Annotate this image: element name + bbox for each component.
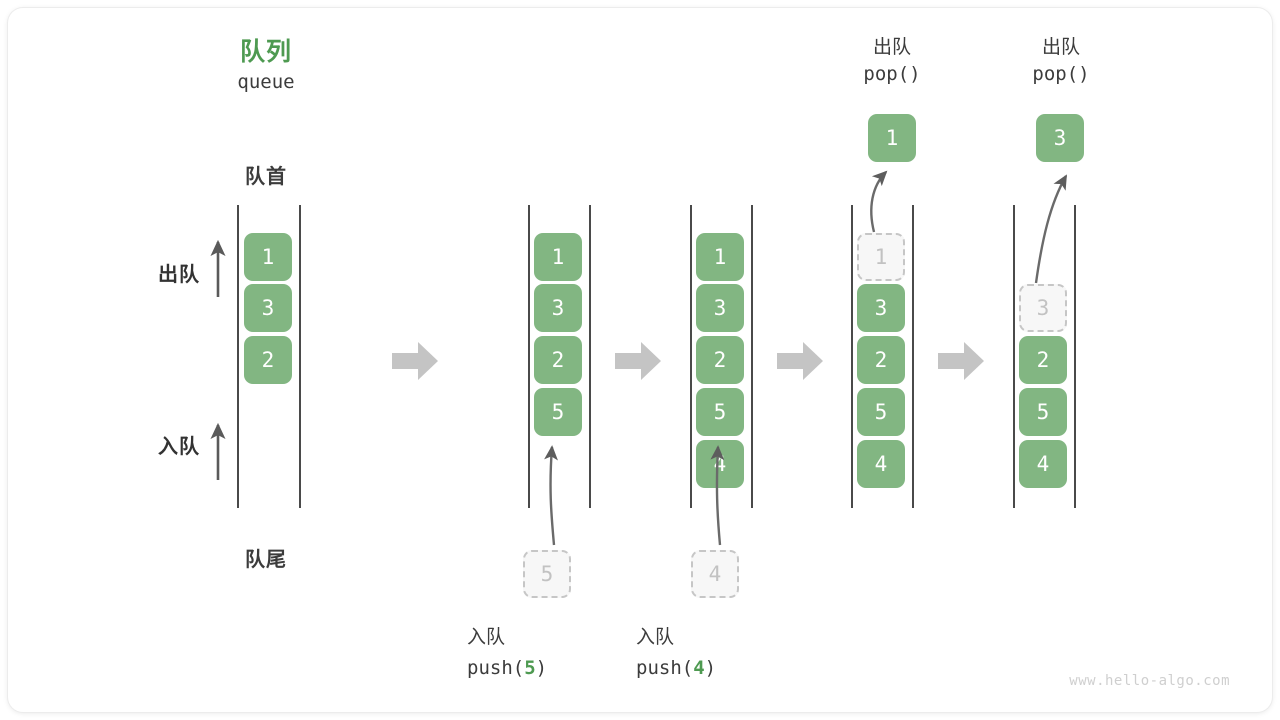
push-4-code-prefix: push( <box>636 657 694 679</box>
col-pop-3-cell-4: 4 <box>1019 440 1067 488</box>
watermark: www.hello-algo.com <box>1069 673 1230 689</box>
page-title-en: queue <box>237 71 295 93</box>
pop-1-label-code: pop() <box>863 63 921 85</box>
push-5-label-code: push(5) <box>467 657 667 679</box>
push-5-code-prefix: push( <box>467 657 525 679</box>
pop-1-label-cn: 出队 <box>872 36 911 58</box>
col-pop-1-cell-4: 4 <box>857 440 905 488</box>
col-after-push-5-cell-1: 3 <box>534 284 582 332</box>
col-pop-1-cell-1: 3 <box>857 284 905 332</box>
enqueue-direction-label: 入队 <box>158 434 200 458</box>
back-label: 队尾 <box>245 547 287 571</box>
col-after-push-4-cell-4: 4 <box>696 440 744 488</box>
col-initial-cell-1: 3 <box>244 284 292 332</box>
popped-cell-2: 3 <box>1036 114 1084 162</box>
col-initial-rail-right <box>299 205 301 508</box>
col-after-push-5-rail-left <box>528 205 530 508</box>
col-pop-3-cell-3: 5 <box>1019 388 1067 436</box>
step-arrow-icon-3 <box>777 342 823 380</box>
col-after-push-4-rail-left <box>690 205 692 508</box>
col-initial-cell-0: 1 <box>244 233 292 281</box>
col-pop-1-rail-left <box>851 205 853 508</box>
popped-cell-1: 1 <box>868 114 916 162</box>
step-arrow-icon-2 <box>615 342 661 380</box>
push-5-label-cn: 入队 <box>467 626 506 648</box>
col-pop-3-rail-right <box>1074 205 1076 508</box>
pop-2-label-code: pop() <box>1032 63 1090 85</box>
col-initial-rail-left <box>237 205 239 508</box>
push-4-code-suffix: ) <box>704 657 717 679</box>
push-5-ghost-cell: 5 <box>523 550 571 598</box>
col-after-push-4-cell-0: 1 <box>696 233 744 281</box>
col-after-push-5-rail-right <box>589 205 591 508</box>
push-4-label-code: push(4) <box>636 657 836 679</box>
front-label: 队首 <box>245 164 287 188</box>
col-after-push-4-cell-1: 3 <box>696 284 744 332</box>
col-initial-cell-2: 2 <box>244 336 292 384</box>
col-pop-1-cell-0: 1 <box>857 233 905 281</box>
col-after-push-5-cell-3: 5 <box>534 388 582 436</box>
page-title-cn: 队列 <box>239 37 292 66</box>
col-pop-1-rail-right <box>912 205 914 508</box>
col-pop-3-rail-left <box>1013 205 1015 508</box>
step-arrow-icon-4 <box>938 342 984 380</box>
col-pop-1-cell-3: 5 <box>857 388 905 436</box>
col-after-push-4-cell-2: 2 <box>696 336 744 384</box>
col-pop-3-cell-1: 3 <box>1019 284 1067 332</box>
push-5-code-suffix: ) <box>535 657 548 679</box>
col-pop-3-cell-2: 2 <box>1019 336 1067 384</box>
col-after-push-4-cell-3: 5 <box>696 388 744 436</box>
col-after-push-5-cell-2: 2 <box>534 336 582 384</box>
push-4-label-cn: 入队 <box>636 626 675 648</box>
col-pop-1-cell-2: 2 <box>857 336 905 384</box>
col-after-push-5-cell-0: 1 <box>534 233 582 281</box>
push-4-code-value: 4 <box>693 657 705 679</box>
pop-2-label-cn: 出队 <box>1041 36 1080 58</box>
push-5-code-value: 5 <box>524 657 536 679</box>
push-4-ghost-cell: 4 <box>691 550 739 598</box>
step-arrow-icon-1 <box>392 342 438 380</box>
col-after-push-4-rail-right <box>751 205 753 508</box>
dequeue-direction-label: 出队 <box>158 262 200 286</box>
